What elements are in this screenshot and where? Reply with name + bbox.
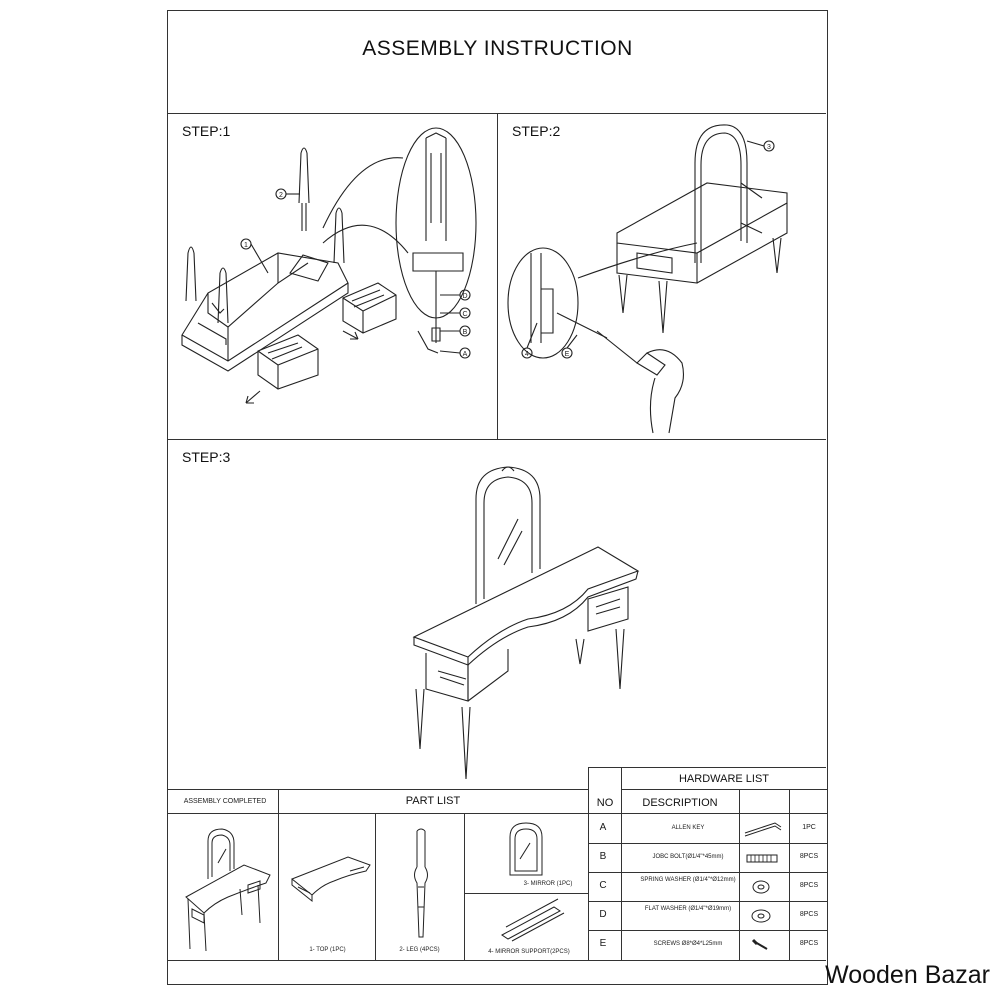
part-mirror-support-icon	[498, 899, 568, 944]
step-2-label: STEP:2	[512, 123, 561, 139]
divider	[589, 901, 827, 902]
watermark-text: Wooden Bazar	[825, 961, 990, 989]
callout-4: 4	[525, 351, 529, 358]
instruction-sheet: ASSEMBLY INSTRUCTION STEP:1 STEP:2 STEP:…	[167, 10, 828, 985]
divider	[621, 768, 622, 961]
callout-b: B	[463, 329, 468, 336]
hardware-qty: 8PCS	[799, 882, 819, 889]
callout-d: D	[462, 293, 467, 300]
hardware-qty: 8PCS	[799, 940, 819, 947]
divider	[168, 789, 588, 790]
hardware-row: B JOBC BOLT(Ø1/4"*45mm) 8PCS	[589, 843, 829, 872]
hardware-row: E SCREWS Ø8*Ø4*L25mm 8PCS	[589, 930, 829, 959]
screw-icon	[741, 934, 785, 956]
divider	[497, 113, 498, 439]
hardware-qty: 1PC	[802, 824, 816, 831]
divider	[168, 439, 826, 440]
col-no-header: NO	[596, 797, 614, 809]
callout-3: 3	[767, 144, 771, 151]
spring-washer-icon	[741, 876, 785, 898]
hardware-description: SCREWS Ø8*Ø4*L25mm	[653, 941, 723, 947]
hardware-row: D FLAT WASHER (Ø1/4"*Ø19mm) 8PCS	[589, 901, 829, 930]
divider	[739, 790, 740, 961]
part-1-label: 1- TOP (1PC)	[309, 947, 346, 953]
divider	[464, 813, 465, 960]
part-3-label: 3- MIRROR (1PC)	[523, 881, 573, 887]
hardware-table: HARDWARE LIST NO DESCRIPTION A ALLEN KEY…	[588, 767, 829, 961]
step-2-illustration: 3 4 E	[497, 113, 826, 439]
page-title: ASSEMBLY INSTRUCTION	[362, 37, 633, 60]
part-top-icon	[288, 849, 373, 909]
callout-a: A	[463, 351, 468, 358]
hardware-title: HARDWARE LIST	[678, 773, 770, 785]
divider	[168, 960, 826, 961]
step-1-illustration: 2 1 D C B A	[168, 113, 497, 439]
hardware-no: C	[599, 880, 607, 891]
hardware-qty: 8PCS	[799, 853, 819, 860]
hardware-no: E	[599, 938, 607, 949]
divider	[278, 789, 279, 960]
hardware-qty: 8PCS	[799, 911, 819, 918]
hardware-row: A ALLEN KEY 1PC	[589, 814, 829, 843]
hardware-no: A	[599, 822, 607, 833]
step-3-label: STEP:3	[182, 449, 231, 465]
part-leg-icon	[406, 827, 436, 942]
bolt-icon	[741, 847, 785, 869]
divider	[589, 930, 827, 931]
part-4-label: 4- MIRROR SUPPORT(2PCS)	[488, 949, 570, 955]
hardware-no: B	[599, 851, 607, 862]
callout-1: 1	[244, 242, 248, 249]
callout-2: 2	[279, 192, 283, 199]
part-2-label: 2- LEG (4PCS)	[399, 947, 440, 953]
assembly-completed-icon	[178, 819, 274, 954]
flat-washer-icon	[741, 905, 785, 927]
hardware-description: SPRING WASHER (Ø1/4"*Ø12mm)	[640, 877, 736, 883]
divider	[464, 893, 588, 894]
part-list-title: PART LIST	[405, 795, 461, 807]
hardware-row: C SPRING WASHER (Ø1/4"*Ø12mm) 8PCS	[589, 872, 829, 901]
hardware-description: FLAT WASHER (Ø1/4"*Ø19mm)	[644, 906, 732, 912]
divider	[589, 843, 827, 844]
hardware-description: JOBC BOLT(Ø1/4"*45mm)	[652, 854, 724, 860]
hardware-no: D	[599, 909, 607, 920]
step-3-illustration	[168, 439, 826, 789]
part-mirror-icon	[506, 819, 546, 879]
divider	[789, 790, 790, 961]
allen-key-icon	[741, 818, 785, 840]
hardware-description: ALLEN KEY	[671, 825, 705, 831]
hardware-header-row	[589, 790, 827, 814]
col-description-header: DESCRIPTION	[642, 797, 718, 809]
divider	[375, 813, 376, 960]
assembly-completed-label: ASSEMBLY COMPLETED	[183, 798, 267, 805]
divider	[168, 813, 588, 814]
step-1-label: STEP:1	[182, 123, 231, 139]
callout-e: E	[565, 351, 570, 358]
divider	[589, 872, 827, 873]
callout-c: C	[462, 311, 467, 318]
